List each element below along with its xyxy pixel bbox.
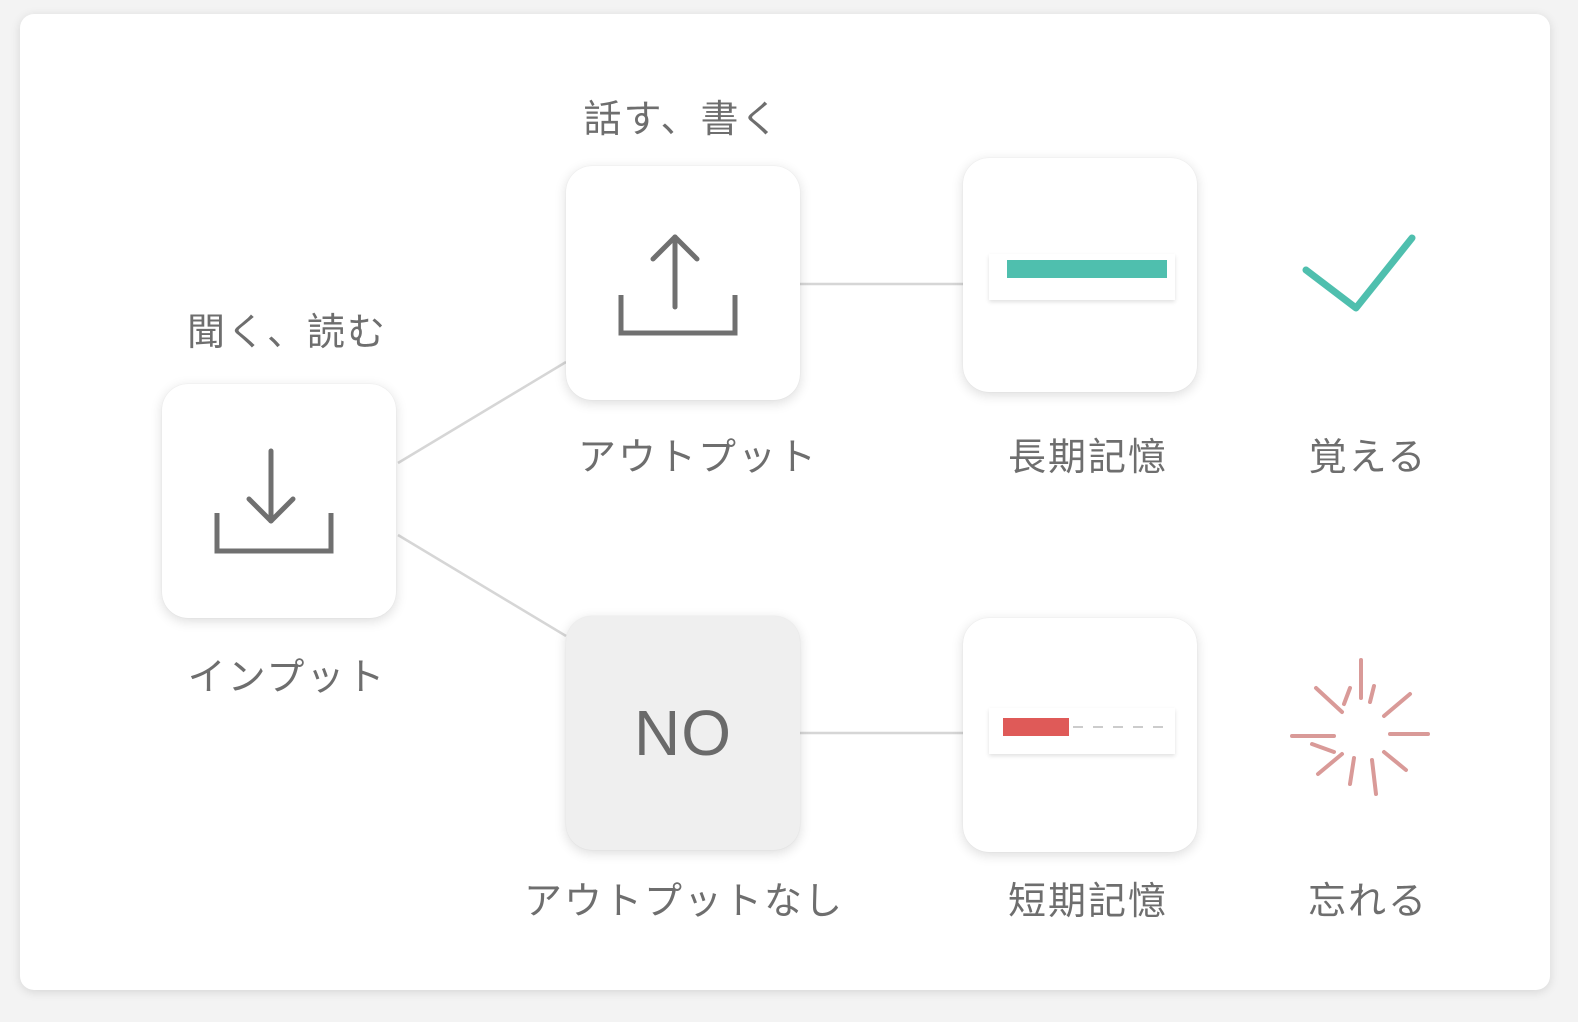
short-term-memory-node: [963, 618, 1197, 852]
download-icon: [214, 448, 334, 554]
input-bottom-label: インプット: [187, 655, 387, 699]
input-node: [162, 384, 396, 618]
long-term-memory-node: [963, 158, 1197, 392]
input-top-label: 聞く、読む: [186, 310, 388, 354]
long-term-memory-label: 長期記憶: [1007, 435, 1169, 479]
checkmark-icon: [1302, 234, 1416, 312]
short-term-bar-frame: [989, 708, 1175, 754]
upload-icon: [618, 234, 738, 336]
burst-icon: [1290, 658, 1430, 796]
no-output-node: NO: [566, 616, 800, 850]
long-term-bar: [1007, 260, 1167, 278]
no-output-bottom-label: アウトプットなし: [523, 879, 845, 923]
short-term-bar: [1003, 718, 1165, 736]
forget-label: 忘れる: [1307, 879, 1429, 923]
long-term-bar-frame: [989, 254, 1175, 300]
output-node: [566, 166, 800, 400]
output-bottom-label: アウトプット: [577, 435, 819, 479]
output-top-label: 話す、書く: [583, 97, 781, 141]
no-text: NO: [634, 697, 732, 769]
short-term-memory-label: 短期記憶: [1007, 879, 1169, 923]
remember-label: 覚える: [1308, 435, 1428, 479]
